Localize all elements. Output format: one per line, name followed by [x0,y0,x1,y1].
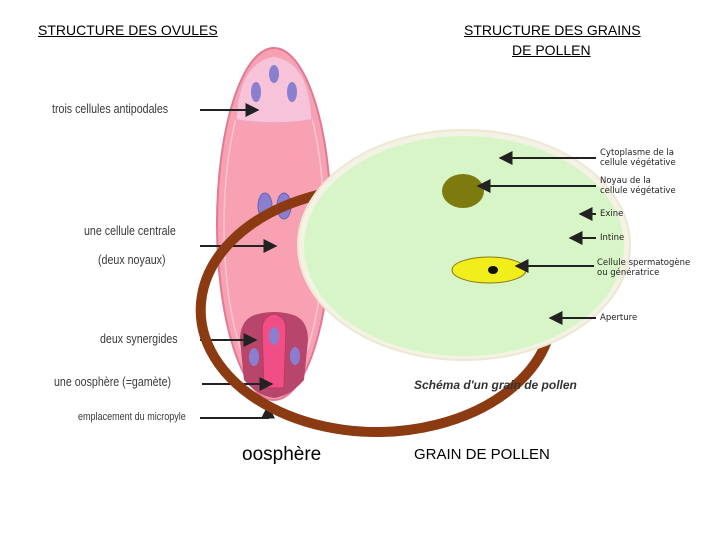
oosphere-cell [261,313,287,389]
ovule-diagram [200,47,332,419]
label-noyau-line2: cellule végétative [600,186,676,196]
label-spermatogene-line1: Cellule spermatogène [597,258,691,268]
synergid-nucleus [249,348,259,366]
ovules-heading: STRUCTURE DES OVULES [38,22,218,38]
bottom-label-oosphere: oosphère [242,444,322,465]
label-spermatogene-line2: ou génératrice [597,268,660,278]
label-synergides: deux synergides [100,331,178,346]
label-micropyle: emplacement du micropyle [78,411,186,423]
label-antipodales: trois cellules antipodales [52,101,169,116]
label-oosphere: une oosphère (=gamète) [54,374,172,389]
label-centrale-line2: (deux noyaux) [98,252,166,267]
label-cytoplasme-line1: Cytoplasme de la [600,148,675,158]
generative-nucleus [488,266,498,274]
label-cytoplasme-line2: cellule végétative [600,158,676,168]
bottom-label-grain: GRAIN DE POLLEN [414,446,550,463]
pollen-heading-line2: DE POLLEN [512,42,591,58]
label-exine: Exine [600,209,624,219]
label-aperture: Aperture [600,313,638,323]
vegetative-cytoplasm [304,136,624,356]
arrow-micropyle [200,404,275,419]
pollen-caption: Schéma d'un grain de pollen [414,378,577,392]
label-centrale-line1: une cellule centrale [84,223,176,238]
antipodal-cell [251,82,261,102]
pollen-heading-line1: STRUCTURE DES GRAINS [464,22,641,38]
label-intine: Intine [600,233,625,243]
oosphere-nucleus [269,327,279,345]
pollen-diagram [195,129,631,437]
antipodal-cell [287,82,297,102]
vegetative-nucleus [442,174,484,208]
synergid-nucleus [290,347,300,365]
antipodal-cell [269,65,279,83]
label-noyau-line1: Noyau de la [600,176,651,186]
